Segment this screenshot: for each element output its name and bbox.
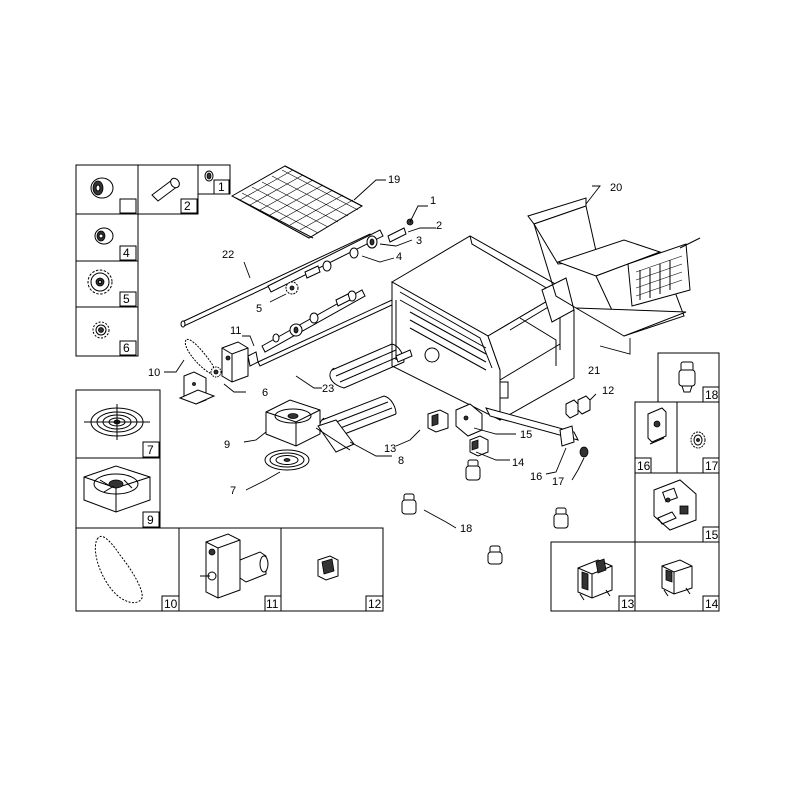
cell-number-4: 4 [123, 246, 130, 260]
part-2-sleeve [151, 177, 180, 202]
part-16-bracket [647, 407, 667, 445]
callout-19: 19 [388, 174, 400, 186]
cell-number-1: 1 [218, 180, 225, 194]
part-3-roller [90, 177, 114, 199]
part-8-heating-element-upper [329, 343, 413, 389]
callout-4: 4 [396, 251, 402, 263]
cell-number-9: 9 [147, 513, 154, 527]
callout-5: 5 [256, 303, 262, 315]
drive-shaft-lower [261, 289, 366, 353]
cell-number-10: 10 [164, 597, 178, 611]
part-1-washer [204, 170, 214, 182]
part-7-fan-guard [84, 404, 150, 440]
callout-16: 16 [530, 471, 542, 483]
callout-6: 6 [262, 387, 268, 399]
part-19-conveyor-belt [230, 165, 364, 239]
cell-number-16: 16 [637, 459, 651, 473]
cell-number-12: 12 [368, 597, 382, 611]
callout-20: 20 [610, 182, 622, 194]
part-9-fan [83, 465, 151, 513]
cell-number-18: 18 [705, 388, 719, 402]
cell-number-17: 17 [705, 459, 719, 473]
part-11-gear-motor [200, 533, 269, 599]
callout-11: 11 [230, 325, 241, 337]
part-7-fan-guard-main [264, 449, 310, 471]
callout-3: 3 [416, 235, 422, 247]
part-6-gear [92, 321, 110, 339]
cell-number-13: 13 [621, 597, 635, 611]
part-14-relay-main [469, 435, 489, 457]
callout-7: 7 [230, 485, 236, 497]
callout-1: 1 [430, 195, 436, 207]
part-20-crumb-tray [527, 197, 701, 337]
part-15-control-board [653, 479, 697, 531]
callout-15: 15 [520, 429, 532, 441]
callout-9: 9 [224, 439, 230, 451]
part-10-chain-main [184, 338, 215, 374]
shaft-end-parts [387, 218, 414, 243]
part-14-relay [661, 559, 693, 597]
callout-22: 22 [222, 249, 234, 261]
cell-number-15: 15 [705, 528, 719, 542]
part-13-contactor [577, 558, 613, 601]
part-17-knob [690, 431, 706, 449]
part-10-chain [94, 535, 143, 604]
part-11-gear-motor-main [221, 341, 259, 383]
cell-number-14: 14 [705, 597, 719, 611]
oven-housing [390, 235, 575, 421]
cell-number-5: 5 [123, 292, 130, 306]
part-5-sprocket [87, 269, 113, 295]
cell-number-6: 6 [123, 341, 130, 355]
cell-number-2: 2 [184, 199, 191, 213]
callout-8: 8 [398, 455, 404, 467]
part-18-thermostat-main [401, 459, 569, 565]
part-9-fan-main [265, 399, 321, 447]
cell-number-11: 11 [266, 597, 279, 611]
callout-13: 13 [384, 443, 396, 455]
callout-numbers: 19 1 2 3 4 22 5 11 10 6 23 9 7 8 13 15 1… [148, 174, 622, 535]
callout-18: 18 [460, 523, 472, 535]
part-6-gear-main [210, 366, 222, 378]
callout-10: 10 [148, 367, 160, 379]
drive-shaft-upper [267, 229, 384, 295]
part-18-thermostat [678, 361, 696, 393]
part-12-switch-main [565, 395, 591, 419]
part-13-contactor-main [427, 409, 449, 433]
callout-2: 2 [436, 220, 442, 232]
part-16-bracket-main [485, 407, 579, 447]
right-parts-grid [550, 352, 720, 612]
callout-17: 17 [552, 476, 564, 488]
leader-lines [164, 179, 631, 529]
callout-14: 14 [512, 457, 524, 469]
callout-21: 21 [588, 365, 600, 377]
part-17-knob-main [579, 446, 589, 458]
part-12-switch [317, 555, 339, 581]
motor-bracket [178, 371, 216, 405]
cell-number-7: 7 [147, 443, 154, 457]
part-4-bushing [94, 227, 114, 245]
callout-12: 12 [602, 385, 614, 397]
part-8-heating-element-lower [315, 395, 397, 453]
callout-23: 23 [322, 383, 334, 395]
